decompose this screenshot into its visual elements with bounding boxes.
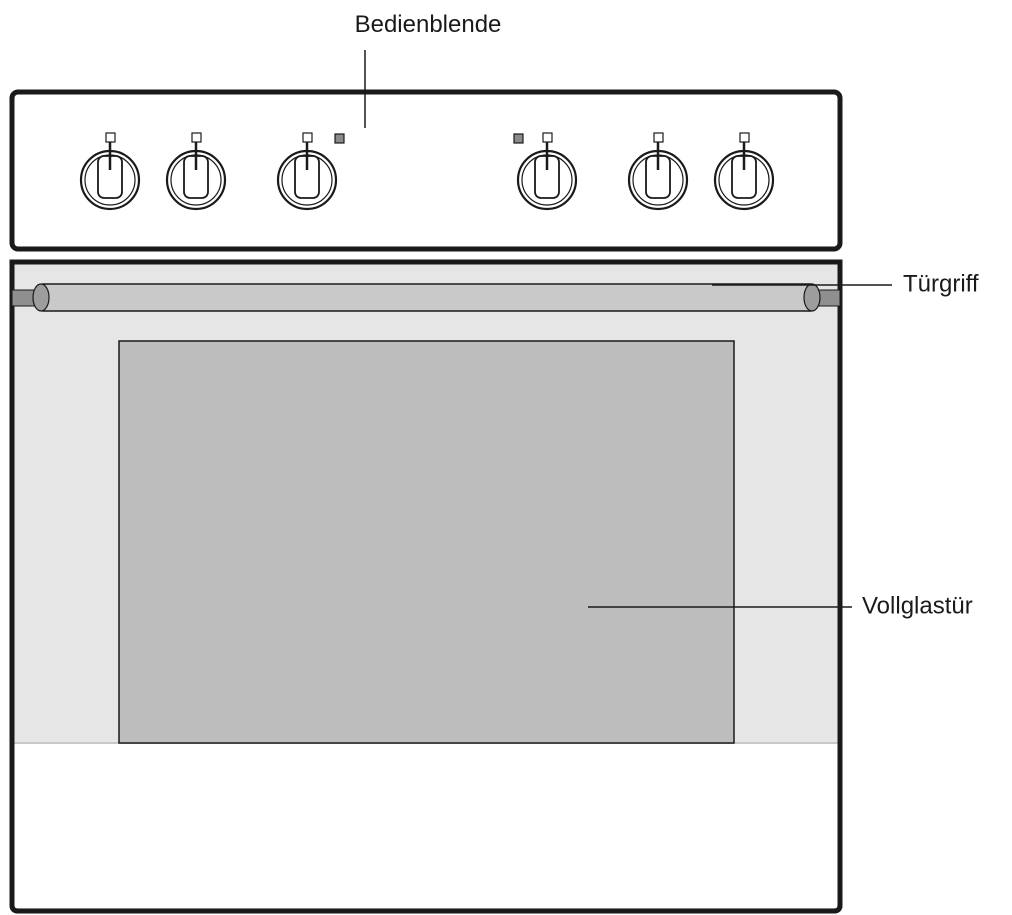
control-knob [165, 132, 227, 211]
control-knob [79, 132, 141, 211]
glass-window [118, 340, 735, 744]
label-glass-door: Vollglastür [862, 592, 973, 619]
knob-symbol-icon [739, 132, 750, 143]
handle-left-cap [32, 283, 50, 312]
handle-bar [39, 283, 815, 312]
knob-symbol-icon [105, 132, 116, 143]
knob-symbol-icon [542, 132, 553, 143]
control-knob [713, 132, 775, 211]
control-knob [276, 132, 338, 211]
control-knob [516, 132, 578, 211]
door-lower-section [14, 743, 838, 908]
indicator-light-icon [513, 133, 524, 144]
label-control-panel: Bedienblende [355, 11, 502, 38]
handle-right-cap [803, 283, 821, 312]
knob-group [79, 132, 775, 211]
label-door-handle: Türgriff [903, 270, 979, 297]
control-knob [627, 132, 689, 211]
knob-symbol-icon [191, 132, 202, 143]
indicator-light-icon [334, 133, 345, 144]
door-handle [11, 283, 841, 312]
control-panel [9, 89, 843, 252]
oven-door-outline [9, 259, 843, 914]
knob-symbol-icon [302, 132, 313, 143]
knob-symbol-icon [653, 132, 664, 143]
